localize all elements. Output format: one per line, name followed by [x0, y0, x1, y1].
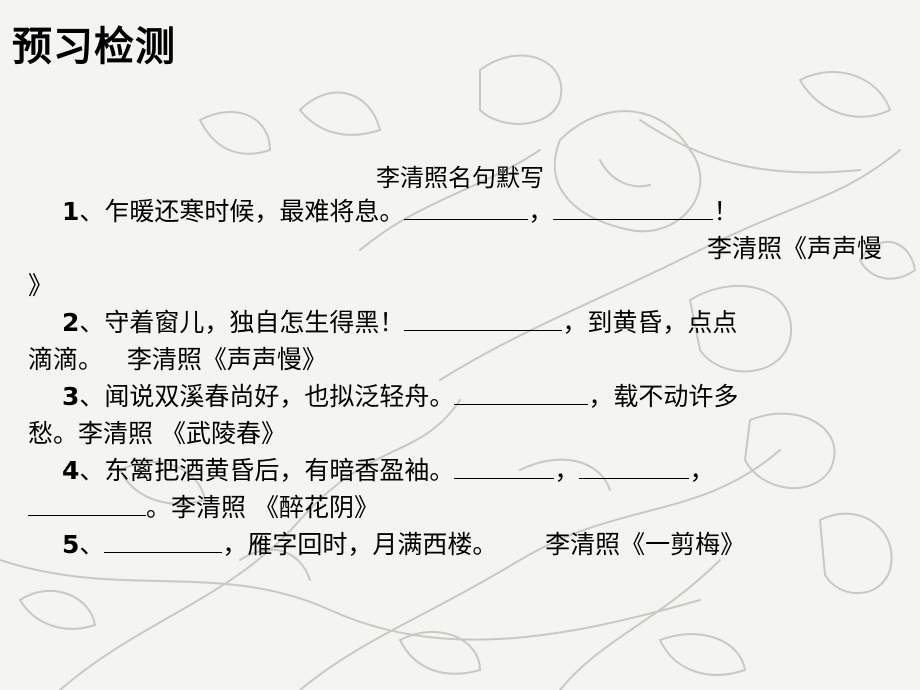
punctuation: ， [689, 456, 715, 485]
question-5: 5、 ，雁字回时，月满西楼。 李清照《一剪梅》 [28, 526, 888, 563]
section-subtitle: 李清照名句默写 [376, 164, 544, 192]
answer-blank[interactable] [553, 195, 714, 220]
question-number: 4 [62, 456, 80, 485]
question-number: 1 [62, 197, 80, 226]
answer-blank[interactable] [454, 380, 589, 405]
punctuation: ， [554, 456, 580, 485]
answer-blank[interactable] [28, 491, 146, 516]
question-number: 5 [62, 530, 80, 559]
question-1-source-cont: 》 [28, 271, 54, 300]
question-3-cont: 愁。李清照 《武陵春》 [28, 415, 888, 452]
question-text: 滴滴。 [28, 345, 104, 374]
question-list: 1、乍暖还寒时候，最难将息。 ， ！ 李清照《声声慢 》 2、守着窗儿，独自怎生得黑… [28, 193, 888, 563]
punctuation: ， [528, 197, 554, 226]
question-4: 4、东篱把酒黄昏后，有暗香盈袖。 ， ， [28, 452, 888, 489]
answer-blank[interactable] [454, 454, 555, 479]
question-text: 愁。 [28, 419, 79, 448]
question-4-cont: 。李清照 《醉花阴》 [28, 489, 888, 526]
punctuation: 。 [146, 493, 172, 522]
question-text: ，载不动许多 [588, 382, 739, 411]
question-number: 2 [62, 308, 80, 337]
punctuation: ！ [713, 197, 739, 226]
answer-blank[interactable] [104, 528, 223, 553]
punctuation: 、 [79, 530, 105, 559]
question-text: 、乍暖还寒时候，最难将息。 [79, 197, 405, 226]
poem-source: 李清照《声声慢》 [126, 345, 327, 374]
question-text: 、闻说双溪春尚好，也拟泛轻舟。 [79, 382, 455, 411]
answer-blank[interactable] [579, 454, 690, 479]
question-text: 、守着窗儿，独自怎生得黑！ [79, 308, 405, 337]
question-text: ，到黄昏，点点 [562, 308, 738, 337]
question-1: 1、乍暖还寒时候，最难将息。 ， ！ [28, 193, 888, 230]
question-1-source: 李清照《声声慢 [706, 234, 882, 263]
answer-blank[interactable] [404, 306, 563, 331]
question-3: 3、闻说双溪春尚好，也拟泛轻舟。 ，载不动许多 [28, 378, 888, 415]
question-2: 2、守着窗儿，独自怎生得黑！ ，到黄昏，点点 [28, 304, 888, 341]
answer-blank[interactable] [404, 195, 529, 220]
question-2-cont: 滴滴。 李清照《声声慢》 [28, 341, 888, 378]
question-text: 、东篱把酒黄昏后，有暗香盈袖。 [79, 456, 455, 485]
question-text: ，雁字回时，月满西楼。 [222, 530, 498, 559]
question-number: 3 [62, 382, 80, 411]
poem-source: 李清照 《醉花阴》 [171, 493, 379, 522]
poem-source: 李清照《一剪梅》 [545, 530, 746, 559]
slide-title: 预习检测 [12, 24, 176, 70]
poem-source: 李清照 《武陵春》 [78, 419, 286, 448]
